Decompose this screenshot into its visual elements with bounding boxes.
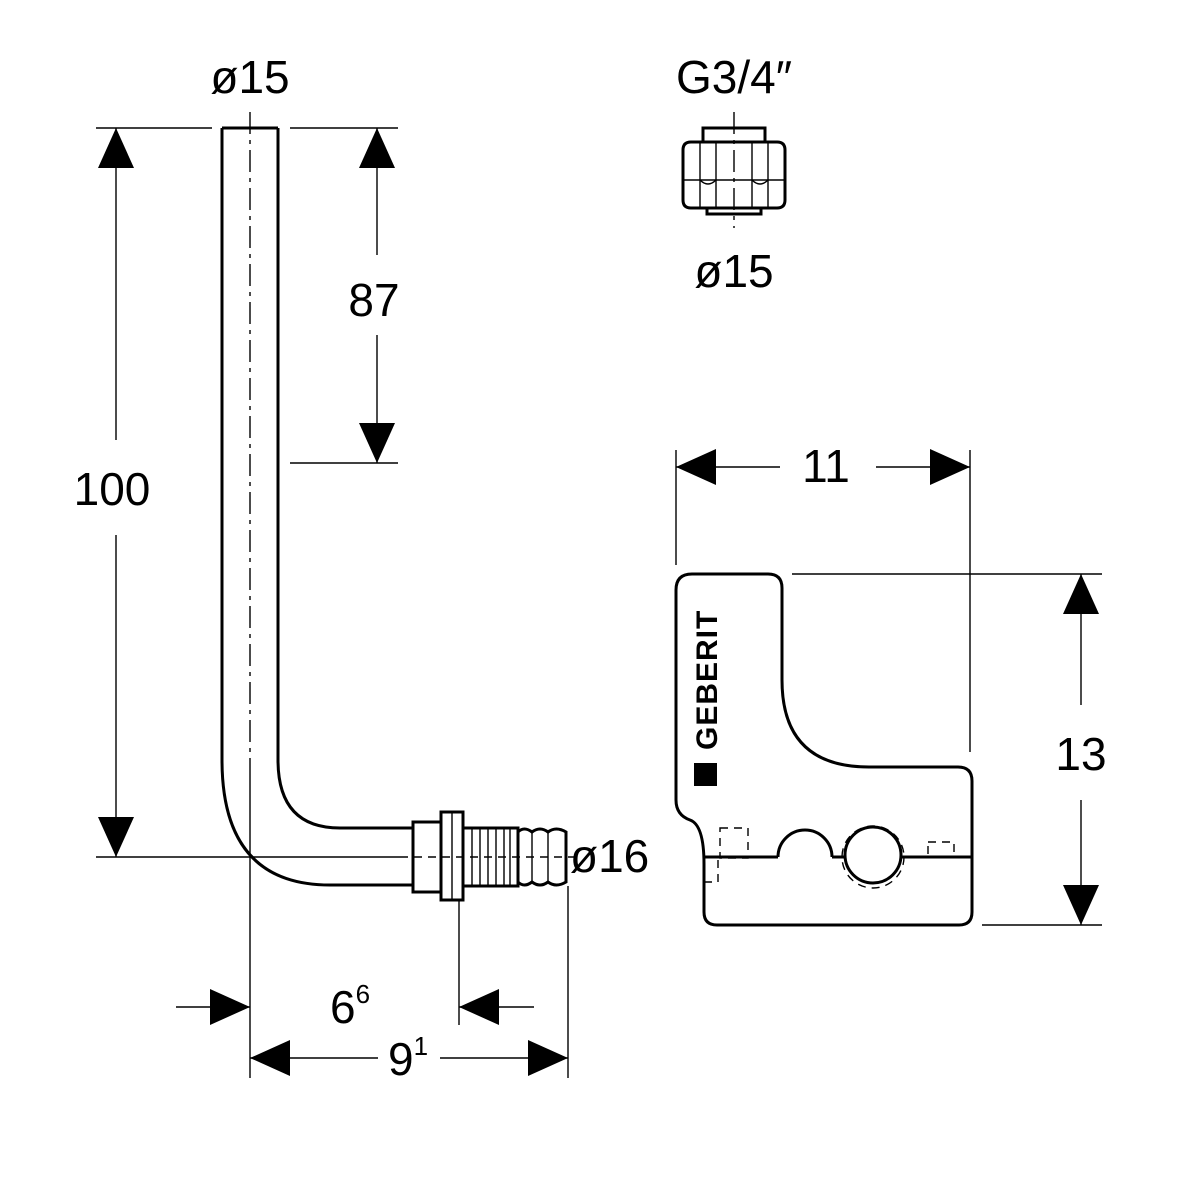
threaded-nut: G3/4″ ø15 [676, 51, 792, 297]
bracket-height-label: 13 [1055, 728, 1106, 780]
height-upper-label: 87 [348, 274, 399, 326]
offset-outer-base: 9 [388, 1033, 414, 1085]
pipe-bend [220, 112, 413, 887]
dimension-100: 100 [74, 127, 212, 857]
dimension-87: 87 [290, 127, 400, 464]
offset-inner-base: 6 [330, 981, 356, 1033]
mounting-bracket: 11 13 GEBERIT [674, 440, 1107, 927]
pipe-diameter-label: ø15 [210, 51, 289, 103]
bracket-width-label: 11 [802, 440, 850, 492]
thread-label: G3/4″ [676, 51, 792, 103]
dimension-9-1: 91 [250, 886, 569, 1085]
brand-square [694, 763, 717, 786]
dimension-6-6: 66 [176, 760, 534, 1078]
height-total-label: 100 [74, 463, 151, 515]
brand-logo: GEBERIT [691, 610, 724, 750]
offset-outer-label: 91 [388, 1031, 428, 1085]
outlet-diameter-label: ø16 [570, 830, 649, 882]
offset-inner-label: 66 [330, 979, 370, 1033]
offset-outer-sup: 1 [414, 1031, 428, 1061]
offset-inner-sup: 6 [356, 979, 370, 1009]
press-fitting [411, 810, 568, 902]
nut-diameter-label: ø15 [694, 245, 773, 297]
